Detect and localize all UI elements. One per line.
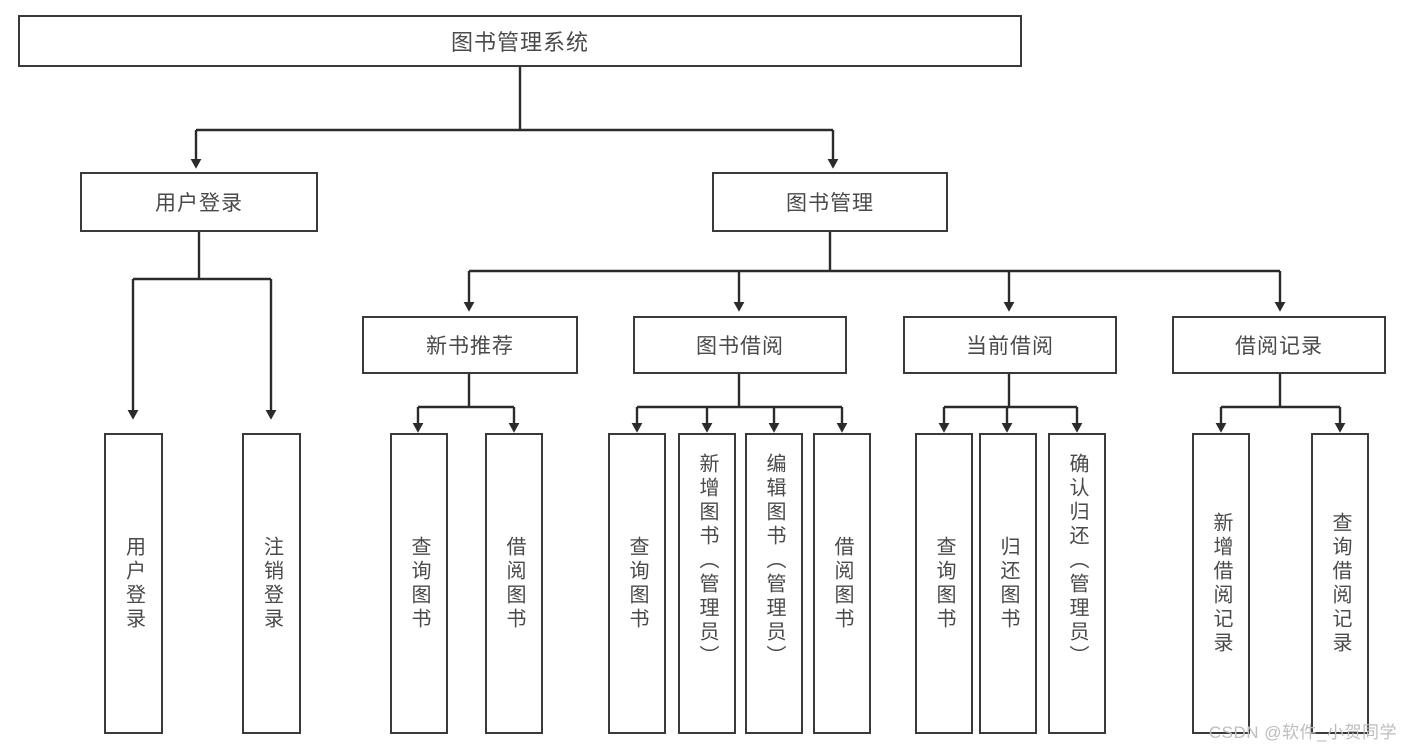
node-borrow-record-label: 借阅记录	[1235, 335, 1323, 358]
csdn-watermark: CSDN @软件_小贺同学	[1208, 723, 1397, 742]
leaf-query-book-2-label: 查询图书	[626, 535, 648, 632]
leaf-query-book-1[interactable]: 查询图书	[390, 433, 448, 734]
leaf-user-logout-label: 注销登录	[260, 535, 283, 632]
node-new-book-recommend[interactable]: 新书推荐	[362, 316, 578, 374]
node-user-login-label: 用户登录	[155, 192, 243, 215]
leaf-user-logout[interactable]: 注销登录	[242, 433, 301, 734]
node-book-manage-label: 图书管理	[786, 192, 874, 215]
leaf-return-book-label: 归还图书	[997, 535, 1019, 632]
leaf-query-book-3[interactable]: 查询图书	[915, 433, 973, 734]
leaf-borrow-book-1[interactable]: 借阅图书	[485, 433, 543, 734]
leaf-confirm-return-label: 确认归还（管理员）	[1066, 453, 1088, 669]
leaf-user-login-label: 用户登录	[122, 535, 145, 632]
node-root-label: 图书管理系统	[450, 30, 589, 55]
node-root[interactable]: 图书管理系统	[18, 15, 1022, 67]
node-book-borrow-label: 图书借阅	[696, 335, 784, 358]
node-book-borrow[interactable]: 图书借阅	[633, 316, 847, 374]
node-borrow-record[interactable]: 借阅记录	[1172, 316, 1386, 374]
leaf-user-login[interactable]: 用户登录	[104, 433, 163, 734]
leaf-query-record-label: 查询借阅记录	[1329, 511, 1351, 656]
leaf-add-record[interactable]: 新增借阅记录	[1192, 433, 1250, 734]
leaf-add-record-label: 新增借阅记录	[1210, 511, 1232, 656]
leaf-confirm-return[interactable]: 确认归还（管理员）	[1048, 433, 1106, 734]
leaf-add-book-label: 新增图书（管理员）	[696, 453, 718, 669]
leaf-add-book[interactable]: 新增图书（管理员）	[678, 433, 736, 734]
leaf-borrow-book-2-label: 借阅图书	[831, 535, 853, 632]
node-current-borrow[interactable]: 当前借阅	[903, 316, 1117, 374]
leaf-borrow-book-1-label: 借阅图书	[503, 535, 525, 632]
leaf-edit-book-label: 编辑图书（管理员）	[763, 453, 785, 669]
node-book-manage[interactable]: 图书管理	[712, 172, 948, 232]
leaf-borrow-book-2[interactable]: 借阅图书	[813, 433, 871, 734]
leaf-return-book[interactable]: 归还图书	[979, 433, 1037, 734]
leaf-query-book-3-label: 查询图书	[933, 535, 955, 632]
node-user-login[interactable]: 用户登录	[80, 172, 318, 232]
leaf-edit-book[interactable]: 编辑图书（管理员）	[745, 433, 803, 734]
node-current-borrow-label: 当前借阅	[966, 335, 1054, 358]
leaf-query-record[interactable]: 查询借阅记录	[1311, 433, 1369, 734]
leaf-query-book-2[interactable]: 查询图书	[608, 433, 666, 734]
node-new-book-recommend-label: 新书推荐	[426, 335, 514, 358]
leaf-query-book-1-label: 查询图书	[408, 535, 430, 632]
